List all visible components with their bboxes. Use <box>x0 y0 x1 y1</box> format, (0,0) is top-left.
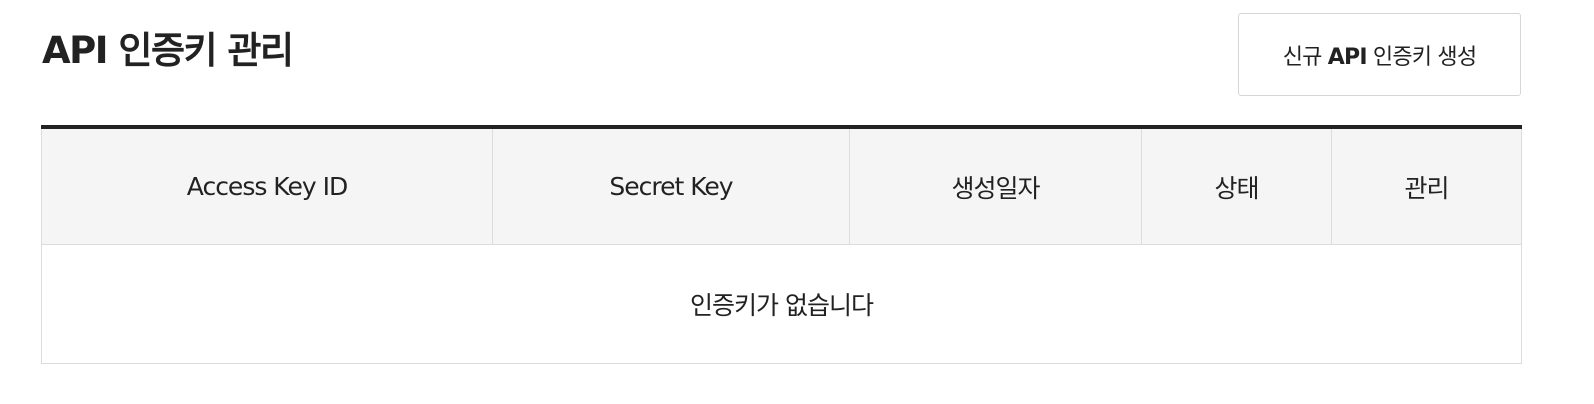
column-header-access-key-id: Access Key ID <box>41 127 493 245</box>
page-title: API 인증키 관리 <box>42 29 294 72</box>
create-button-prefix: 신규 <box>1282 44 1328 70</box>
table-body: 인증키가 없습니다 <box>41 244 1522 364</box>
column-header-manage: 관리 <box>1331 127 1522 245</box>
table-header: Access Key ID Secret Key 생성일자 상태 관리 <box>41 127 1522 245</box>
create-button-strong: API <box>1327 44 1368 70</box>
table-row-empty: 인증키가 없습니다 <box>41 244 1522 364</box>
column-header-status: 상태 <box>1141 127 1332 245</box>
column-header-secret-key: Secret Key <box>492 127 850 245</box>
api-key-table: Access Key ID Secret Key 생성일자 상태 관리 인증키가… <box>41 125 1522 364</box>
create-button-suffix: 인증키 생성 <box>1366 44 1477 70</box>
empty-message: 인증키가 없습니다 <box>41 244 1522 364</box>
column-header-created-date: 생성일자 <box>849 127 1142 245</box>
api-key-table-container: Access Key ID Secret Key 생성일자 상태 관리 인증키가… <box>41 125 1522 364</box>
table-header-row: Access Key ID Secret Key 생성일자 상태 관리 <box>41 127 1522 245</box>
create-api-key-button[interactable]: 신규 API 인증키 생성 <box>1238 13 1521 96</box>
